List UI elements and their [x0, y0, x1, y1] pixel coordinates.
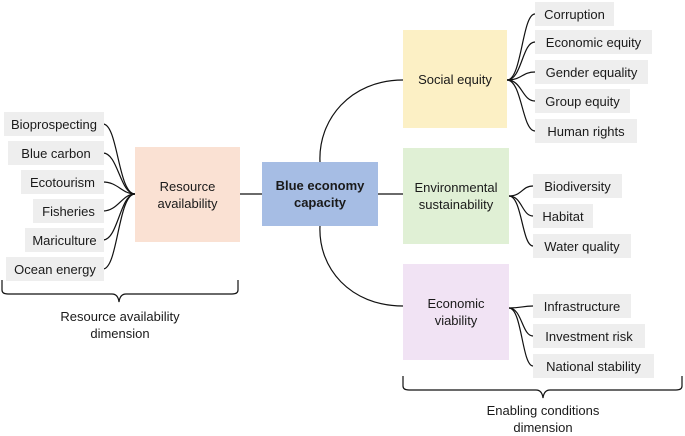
resource-leaf-connectors	[102, 123, 136, 270]
resource-leaf-fisheries: Fisheries	[33, 199, 104, 223]
economic-viability-node: Economic viability	[403, 264, 509, 360]
environmental-leaf-connectors	[508, 185, 534, 247]
social-leaf-economic-equity: Economic equity	[535, 30, 652, 54]
resource-leaf-bioprospecting: Bioprospecting	[4, 112, 104, 136]
environmental-leaf-water-quality: Water quality	[533, 234, 631, 258]
environmental-node-label-line1: Environmental	[414, 180, 498, 195]
enabling-dimension-caption: Enabling conditions dimension	[453, 402, 633, 436]
social-leaf-connectors	[506, 13, 536, 132]
resource-leaf-ecotourism: Ecotourism	[21, 170, 104, 194]
resource-availability-node: Resource availability	[135, 147, 240, 242]
social-leaf-group-equity: Group equity	[535, 89, 630, 113]
economic-leaf-national-stability: National stability	[533, 354, 654, 378]
resource-dimension-line2: dimension	[90, 326, 150, 341]
social-node-label: Social equity	[418, 71, 492, 87]
enabling-dimension-line2: dimension	[513, 420, 573, 435]
environmental-leaf-biodiversity: Biodiversity	[533, 174, 622, 198]
resource-dimension-bracket	[1, 280, 239, 303]
economic-leaf-connectors	[508, 305, 534, 367]
economic-leaf-infrastructure: Infrastructure	[533, 294, 631, 318]
enabling-dimension-bracket	[402, 376, 683, 399]
economic-leaf-investment-risk: Investment risk	[533, 324, 645, 348]
resource-leaf-ocean-energy: Ocean energy	[6, 257, 104, 281]
center-to-social-curve	[319, 79, 404, 163]
social-leaf-human-rights: Human rights	[535, 119, 637, 143]
resource-dimension-line1: Resource availability	[60, 309, 180, 324]
social-equity-node: Social equity	[403, 30, 507, 128]
environmental-sustainability-node: Environmental sustainability	[403, 148, 509, 244]
center-node-blue-economy-capacity: Blue economy capacity	[262, 162, 378, 226]
environmental-leaf-habitat: Habitat	[533, 204, 593, 228]
resource-leaf-mariculture: Mariculture	[25, 228, 104, 252]
social-leaf-corruption: Corruption	[535, 2, 614, 26]
center-to-economic-curve	[319, 225, 404, 307]
center-node-label-line2: capacity	[293, 195, 347, 210]
social-leaf-gender-equality: Gender equality	[535, 60, 648, 84]
economic-node-label-line1: Economic	[427, 296, 485, 311]
environmental-node-label-line2: sustainability	[418, 197, 494, 212]
economic-node-label-line2: viability	[434, 313, 478, 328]
resource-node-label-line1: Resource	[159, 178, 216, 194]
center-node-label-line1: Blue economy	[275, 178, 365, 193]
resource-dimension-caption: Resource availability dimension	[30, 308, 210, 342]
resource-node-label-line2: availability	[157, 195, 218, 211]
resource-leaf-blue-carbon: Blue carbon	[8, 141, 104, 165]
enabling-dimension-line1: Enabling conditions	[486, 403, 600, 418]
